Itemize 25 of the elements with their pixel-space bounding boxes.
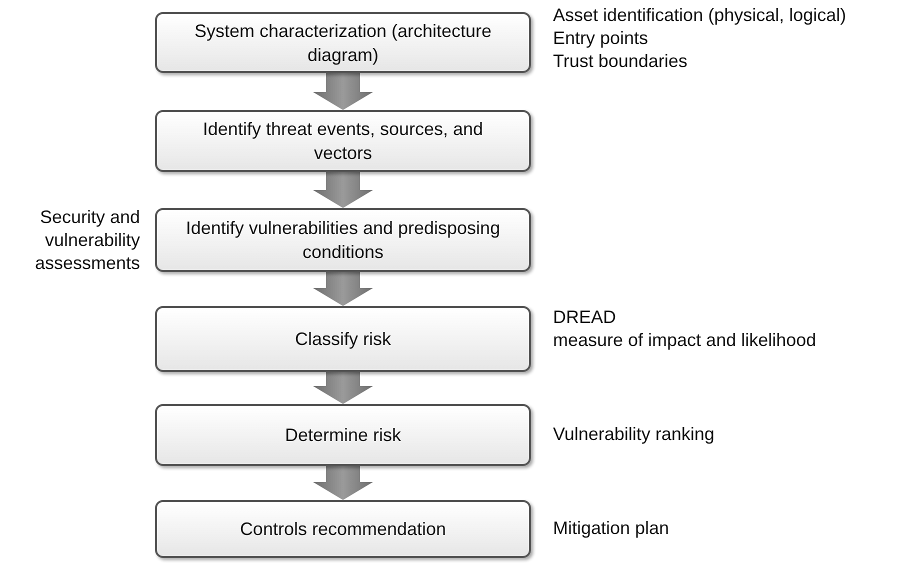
annotation-text: DREAD: [553, 306, 616, 329]
process-box: [155, 208, 531, 272]
box-label: System characterization (architecture diagram): [193, 20, 493, 66]
annotation-text: Asset identification (physical, logical): [553, 4, 846, 27]
annotation-text: Mitigation plan: [553, 517, 670, 540]
process-box: [155, 404, 531, 466]
block-arrow: [313, 73, 373, 110]
process-box: [155, 12, 531, 73]
block-arrow: [313, 372, 373, 404]
annotation-text: Security and vulnerability assessments: [34, 206, 140, 275]
box-label: Classify risk: [294, 328, 391, 351]
box-label: Determine risk: [284, 424, 402, 447]
block-arrow: [313, 172, 373, 208]
process-box: [155, 500, 531, 558]
annotation-text: Trust boundaries: [553, 50, 688, 73]
block-arrow: [313, 272, 373, 306]
box-label: Identify threat events, sources, and vectors: [202, 118, 484, 165]
annotation-text: measure of impact and likelihood: [553, 329, 816, 352]
annotation-text: Entry points: [553, 27, 648, 50]
box-label: Controls recommendation: [240, 518, 446, 541]
annotation-text: Vulnerability ranking: [553, 423, 714, 446]
process-box: [155, 110, 531, 172]
process-box: [155, 306, 531, 372]
box-label: Identify vulnerabilities and predisposing conditions: [184, 217, 502, 264]
block-arrow: [313, 466, 373, 500]
